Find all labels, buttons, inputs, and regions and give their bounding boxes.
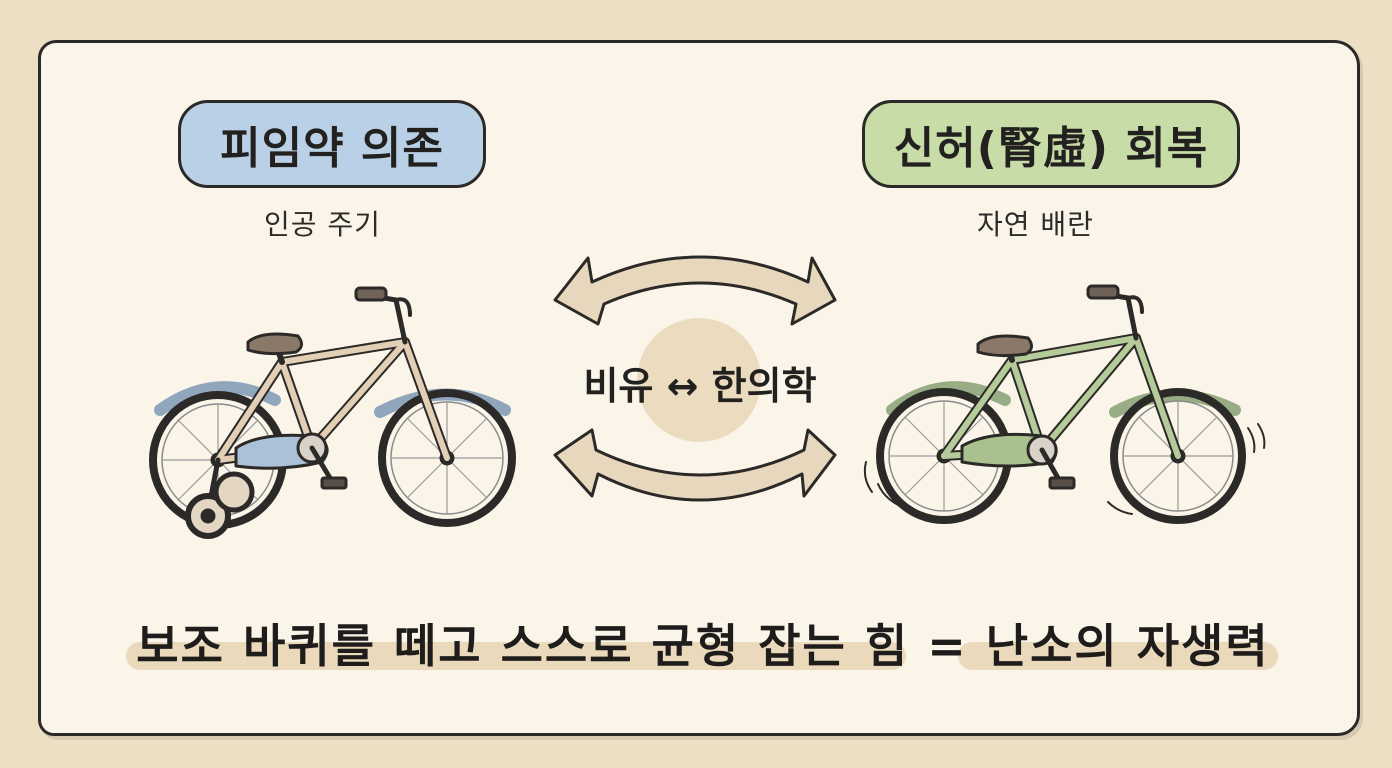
training-wheel-bicycle-icon xyxy=(149,286,516,539)
balanced-bicycle-icon xyxy=(863,284,1266,524)
bottom-highlight xyxy=(126,642,1278,670)
bottom-caption: 보조 바퀴를 떼고 스스로 균형 잡는 힘 = 난소의 자생력 xyxy=(136,619,1270,673)
left-title-badge: 피임약 의존 xyxy=(178,100,486,188)
right-title-badge: 신허(腎虛) 회복 xyxy=(862,100,1240,188)
center-label: 비유 ↔ 한의학 xyxy=(583,364,817,408)
double-curved-arrows-icon xyxy=(553,255,837,502)
right-subtitle: 자연 배란 xyxy=(977,208,1094,241)
left-title: 피임약 의존 xyxy=(220,123,444,174)
left-subtitle: 인공 주기 xyxy=(264,208,381,241)
center-circle xyxy=(637,318,761,442)
right-title: 신허(腎虛) 회복 xyxy=(893,123,1209,174)
